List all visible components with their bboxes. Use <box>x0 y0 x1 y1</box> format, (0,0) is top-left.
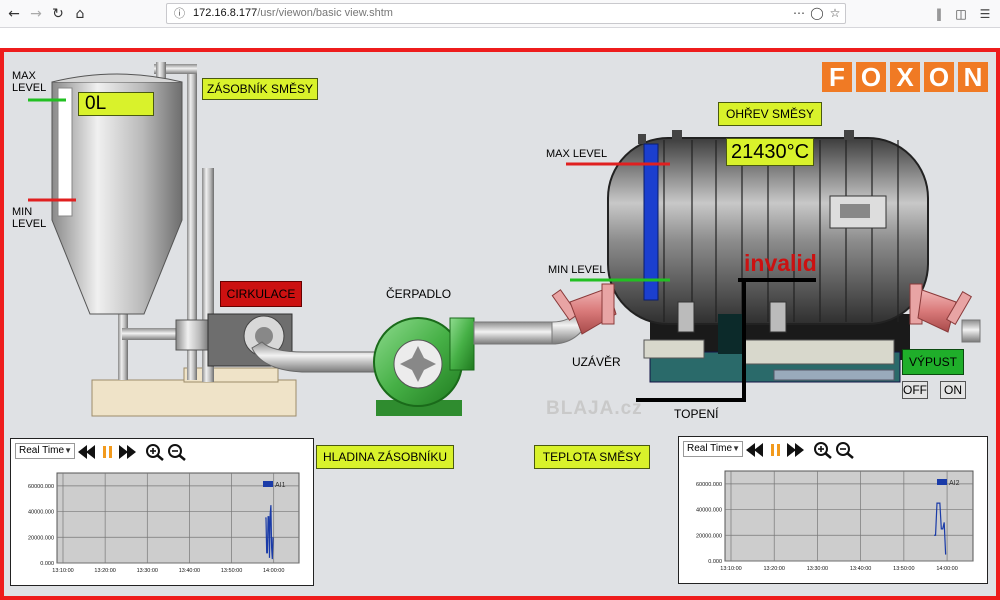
x-tick-label: 13:10:00 <box>720 566 741 572</box>
x-tick-label: 13:40:00 <box>850 566 871 572</box>
heater-status: invalid <box>744 250 817 276</box>
x-tick-label: 14:00:00 <box>263 568 284 574</box>
browser-toolbar: ← → ↻ ⌂ ⓘ 172.16.8.177/usr/viewon/basic … <box>0 0 1000 28</box>
y-tick-label: 20000.000 <box>696 533 722 539</box>
pocket-icon[interactable]: ◯ <box>810 6 824 20</box>
legend-label: AI1 <box>275 482 286 489</box>
legend-label: AI2 <box>949 480 960 487</box>
y-tick-label: 20000.000 <box>28 535 54 541</box>
back-icon[interactable]: ← <box>8 6 20 22</box>
hopper-max-level-label: MAX LEVEL <box>12 70 47 94</box>
heating-label: TOPENÍ <box>674 407 719 421</box>
library-icon[interactable]: ‖ <box>936 7 942 21</box>
trend-right-toolbar: Real Time▼ <box>679 437 987 463</box>
fast-forward-icon[interactable] <box>117 443 137 461</box>
process-graphics <box>28 62 988 417</box>
scada-panel: F O X O N MAX LEVEL MIN LEVEL 0L ZÁSOBNÍ… <box>0 48 1000 600</box>
x-tick-label: 13:50:00 <box>893 566 914 572</box>
zoom-in-icon[interactable] <box>145 443 165 461</box>
heater-temperature: 21430°C <box>726 138 814 166</box>
address-bar[interactable]: ⓘ 172.16.8.177/usr/viewon/basic view.sht… <box>166 3 846 24</box>
trend-right-title: TEPLOTA SMĚSY <box>534 445 650 469</box>
circulation-button[interactable]: CIRKULACE <box>220 281 302 307</box>
watermark: BLAJA.cz <box>546 398 643 419</box>
url-path: /usr/viewon/basic view.shtm <box>257 7 393 19</box>
hopper-base <box>91 379 297 417</box>
rewind-icon[interactable] <box>745 441 765 459</box>
outlet-on-button[interactable]: ON <box>940 381 966 399</box>
pause-icon[interactable] <box>767 441 787 459</box>
series-line <box>265 505 274 560</box>
forward-icon[interactable]: → <box>30 6 42 22</box>
heater-level-bar <box>643 143 659 301</box>
outlet-valve <box>909 283 981 343</box>
zoom-out-icon[interactable] <box>167 443 187 461</box>
hopper-level-value: 0L <box>78 92 154 116</box>
series-line <box>934 502 947 555</box>
bookmark-star-icon[interactable]: ☆ <box>829 6 841 20</box>
more-icon[interactable]: ⋯ <box>793 6 805 20</box>
heater-max-level-label: MAX LEVEL <box>546 148 608 160</box>
x-tick-label: 13:30:00 <box>137 568 158 574</box>
menu-icon[interactable]: ☰ <box>979 7 991 21</box>
sidebar-icon[interactable]: ◫ <box>955 7 967 21</box>
y-tick-label: 60000.000 <box>696 482 722 488</box>
y-tick-label: 0.000 <box>708 559 722 565</box>
trend-right: Real Time▼ 0.000 20000.000 40000.000 60000.… <box>678 436 988 584</box>
hopper-title: ZÁSOBNÍK SMĚSY <box>202 78 318 100</box>
fast-forward-icon[interactable] <box>785 441 805 459</box>
x-tick-label: 13:30:00 <box>807 566 828 572</box>
plot-area <box>724 470 974 562</box>
foxon-logo-text: F O X O N <box>829 62 983 92</box>
x-tick-label: 14:00:00 <box>936 566 957 572</box>
trend-left-mode-select[interactable]: Real Time▼ <box>15 443 75 459</box>
hopper-min-level-label: MIN LEVEL <box>12 206 47 230</box>
url-host: 172.16.8.177 <box>193 7 258 19</box>
info-icon[interactable]: ⓘ <box>174 7 185 20</box>
pump-label: ČERPADLO <box>386 287 452 301</box>
reload-icon[interactable]: ↻ <box>52 6 64 22</box>
zoom-out-icon[interactable] <box>835 441 855 459</box>
y-tick-label: 40000.000 <box>696 508 722 514</box>
inlet-valve <box>551 283 617 335</box>
heater-min-level-label: MIN LEVEL <box>548 264 606 276</box>
y-tick-label: 0.000 <box>40 561 54 567</box>
legend-swatch <box>937 479 947 485</box>
chevron-down-icon: ▼ <box>64 446 72 455</box>
y-tick-label: 60000.000 <box>28 484 54 490</box>
outlet-off-button[interactable]: OFF <box>902 381 928 399</box>
x-tick-label: 13:10:00 <box>52 568 73 574</box>
x-tick-label: 13:20:00 <box>94 568 115 574</box>
trend-right-mode-select[interactable]: Real Time▼ <box>683 441 743 457</box>
outlet-label: VÝPUST <box>902 349 964 375</box>
zoom-in-icon[interactable] <box>813 441 833 459</box>
trend-right-chart: 0.000 20000.000 40000.000 60000.000 13:10:00… <box>696 470 974 572</box>
hopper-level-gauge <box>57 87 73 217</box>
legend-swatch <box>263 481 273 487</box>
y-tick-label: 40000.000 <box>28 510 54 516</box>
x-tick-label: 13:50:00 <box>221 568 242 574</box>
trend-left-chart: 0.000 20000.000 40000.000 60000.000 13:10:00… <box>28 472 300 574</box>
heater-title: OHŘEV SMĚSY <box>718 102 822 126</box>
trend-left-toolbar: Real Time▼ <box>11 439 313 465</box>
home-icon[interactable]: ⌂ <box>75 6 85 22</box>
trend-left: Real Time▼ 0.000 20000.000 40000.000 60000.… <box>10 438 314 586</box>
pause-icon[interactable] <box>99 443 119 461</box>
plot-area <box>56 472 300 564</box>
foxon-logo <box>822 62 988 92</box>
rewind-icon[interactable] <box>77 443 97 461</box>
x-tick-label: 13:40:00 <box>179 568 200 574</box>
trend-left-title: HLADINA ZÁSOBNÍKU <box>316 445 454 469</box>
heating-line <box>636 280 746 402</box>
valve-label: UZÁVĚR <box>572 355 621 369</box>
x-tick-label: 13:20:00 <box>764 566 785 572</box>
pump-impeller <box>400 346 436 382</box>
chevron-down-icon: ▼ <box>732 444 740 453</box>
